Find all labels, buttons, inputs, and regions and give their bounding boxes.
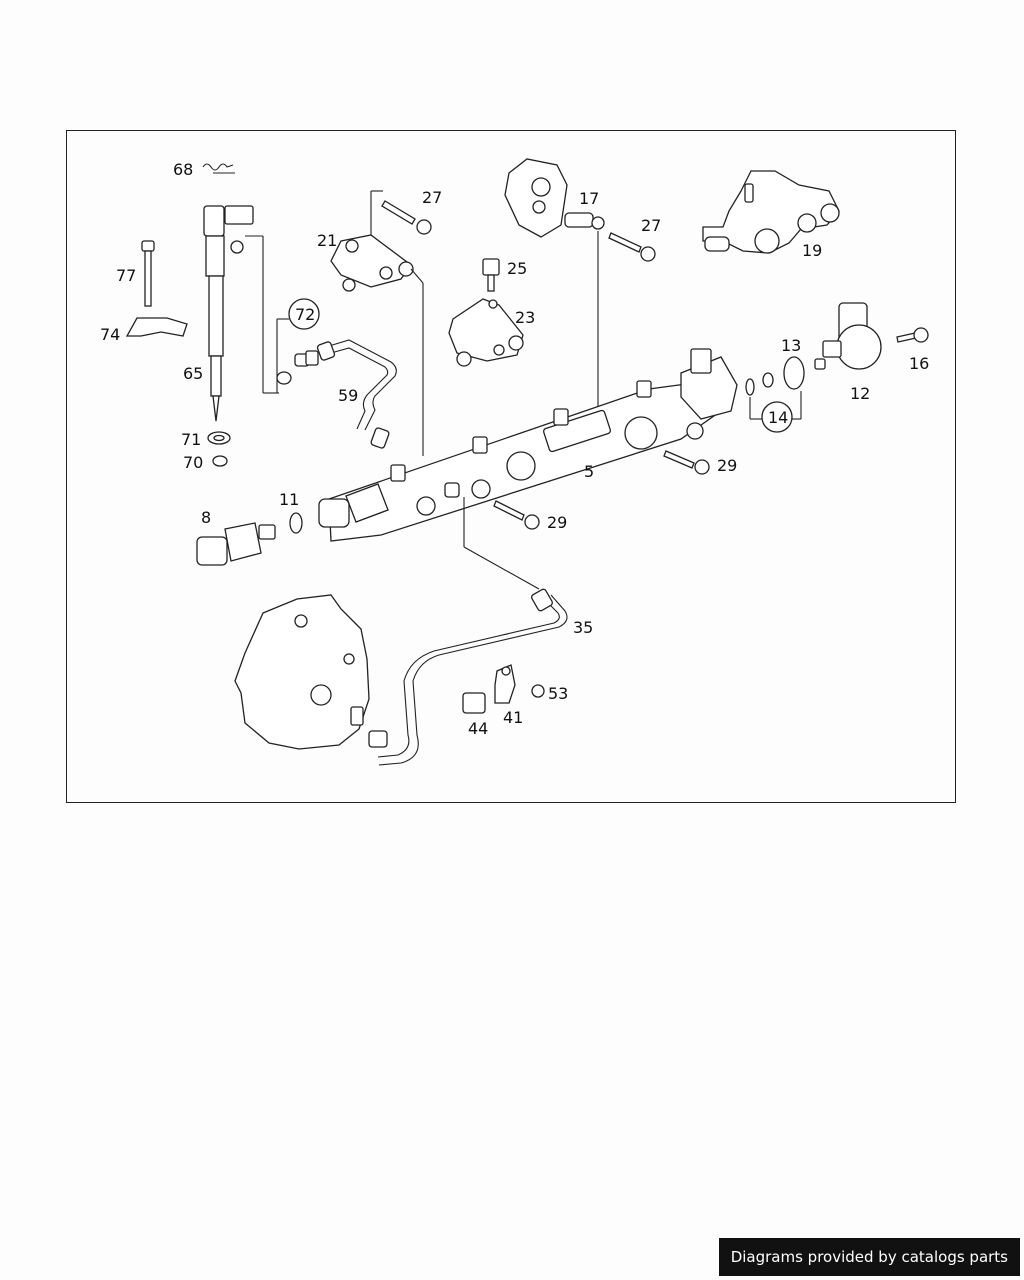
part-59-pipe (316, 339, 397, 449)
part-72-fitting (276, 298, 320, 393)
part-70-ring (212, 455, 228, 467)
callout-53: 53 (548, 684, 568, 703)
callout-74: 74 (100, 325, 120, 344)
callout-27-b: 27 (641, 216, 661, 235)
callout-5: 5 (584, 462, 594, 481)
callout-21: 21 (317, 231, 337, 250)
part-77-stud (141, 240, 155, 307)
fuel-rail-exploded-diagram: 68 77 74 65 71 70 72 59 27 21 25 23 17 2… (100, 158, 929, 766)
callout-44: 44 (468, 719, 488, 738)
part-27-bolt-b (608, 232, 656, 262)
part-35-high-pressure-pipe (368, 588, 568, 766)
callout-13: 13 (781, 336, 801, 355)
part-29-bolt-a (663, 450, 710, 475)
callout-labels: 68 77 74 65 71 70 72 59 27 21 25 23 17 2… (100, 160, 929, 738)
callout-29-b: 29 (547, 513, 567, 532)
part-68-wave-clip (202, 163, 235, 174)
part-53-nut (531, 684, 545, 698)
callout-14: 14 (768, 408, 788, 427)
part-12-pressure-regulator (814, 302, 882, 370)
part-65-injector (203, 205, 279, 422)
part-13-oring (783, 356, 805, 390)
callout-16: 16 (909, 354, 929, 373)
part-25-bolt (482, 258, 500, 292)
part-8-pressure-sensor (196, 522, 276, 566)
part-71-washer (207, 431, 231, 445)
callout-72: 72 (295, 305, 315, 324)
callout-35: 35 (573, 618, 593, 637)
part-74-clamp (125, 317, 188, 337)
callout-8: 8 (201, 508, 211, 527)
part-11-washer (289, 512, 303, 534)
part-16-screw (896, 327, 929, 343)
part-17-bracket (504, 158, 610, 412)
credit-banner: Diagrams provided by catalogs parts (718, 1238, 1020, 1276)
callout-77: 77 (116, 266, 136, 285)
callout-19: 19 (802, 241, 822, 260)
part-29-bolt-b (493, 500, 540, 530)
part-21-bracket (330, 234, 424, 456)
callout-23: 23 (515, 308, 535, 327)
part-41-pipe-clip (494, 664, 516, 704)
callout-12: 12 (850, 384, 870, 403)
callout-65: 65 (183, 364, 203, 383)
callout-11: 11 (279, 490, 299, 509)
callout-70: 70 (183, 453, 203, 472)
callout-71: 71 (181, 430, 201, 449)
callout-59: 59 (338, 386, 358, 405)
part-14-seal-kit (745, 372, 802, 433)
part-44-sleeve (462, 692, 486, 714)
high-pressure-pump (234, 594, 370, 750)
part-19-bracket (702, 170, 840, 254)
part-5-fuel-rail (318, 348, 738, 590)
callout-25: 25 (507, 259, 527, 278)
part-23-bracket (448, 298, 524, 367)
callout-68: 68 (173, 160, 193, 179)
callout-17: 17 (579, 189, 599, 208)
callout-27-a: 27 (422, 188, 442, 207)
callout-29-a: 29 (717, 456, 737, 475)
callout-41: 41 (503, 708, 523, 727)
parts-diagram-frame: 68 77 74 65 71 70 72 59 27 21 25 23 17 2… (66, 130, 956, 803)
